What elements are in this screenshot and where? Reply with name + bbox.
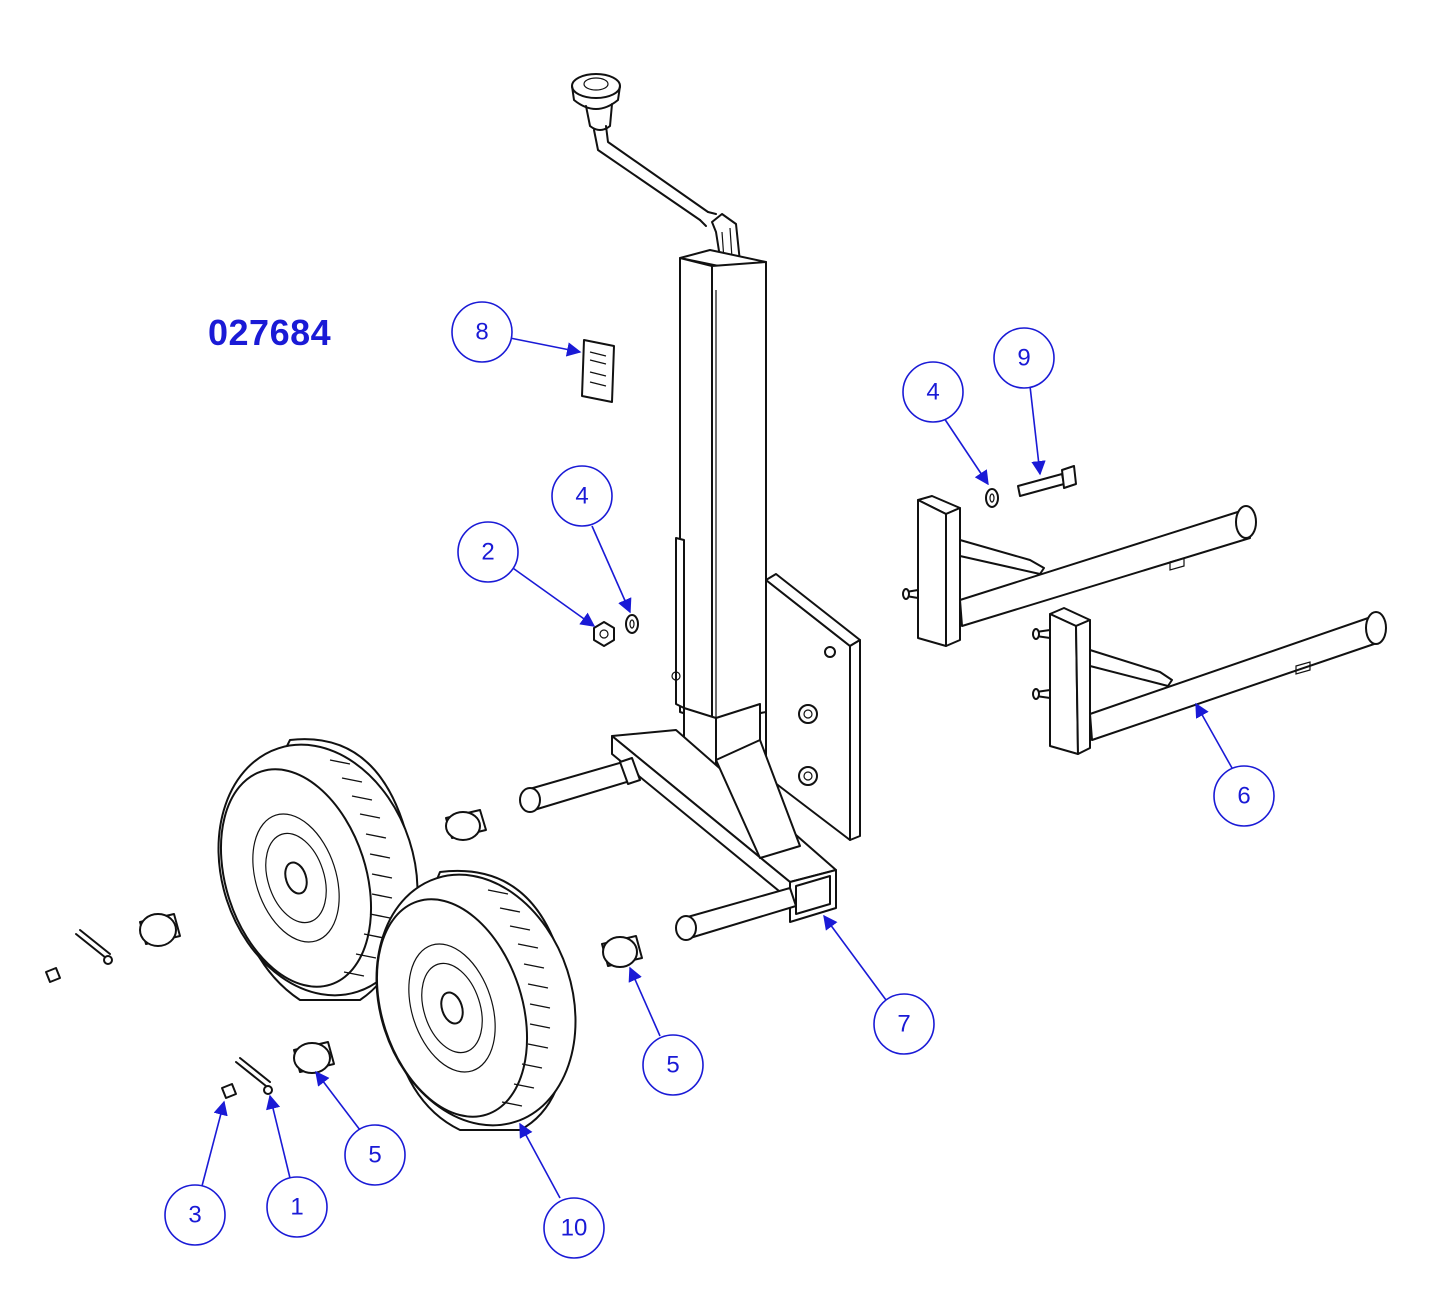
callout-4-bracket-label: 4: [926, 379, 939, 406]
callout-balloons: 8 4 2 4 9 6 7: [164, 301, 1275, 1259]
callout-5-right: 5: [628, 966, 704, 1096]
spacer-top: [445, 809, 487, 841]
callout-4-column: 4: [551, 465, 632, 614]
spacer-right: [601, 935, 643, 968]
washer-bracket: [985, 488, 999, 508]
callout-5-bottom-label: 5: [368, 1142, 381, 1169]
drawing-number: 027684: [208, 312, 332, 353]
mounting-plate: [765, 573, 861, 841]
callout-8: 8: [451, 301, 582, 363]
crank-handle: [571, 73, 741, 271]
callout-3-label: 3: [188, 1202, 201, 1229]
axle-cap-lower: [221, 1083, 237, 1099]
callout-7: 7: [823, 914, 935, 1055]
wheel-back: [217, 738, 419, 1001]
jack-column: [671, 249, 767, 819]
base-frame: [519, 729, 837, 941]
bracket-upper: [902, 495, 1257, 647]
spacer-bottom: [293, 1041, 335, 1074]
callout-2: 2: [457, 521, 596, 627]
spacer-left: [139, 913, 181, 947]
cotter-pin-lower: [235, 1057, 273, 1095]
cotter-pin-upper: [75, 929, 113, 965]
callout-5-bottom: 5: [315, 1070, 406, 1186]
axle-cap-upper: [45, 967, 61, 983]
bolt: [1017, 465, 1077, 497]
callout-6-label: 6: [1237, 783, 1250, 810]
callout-10: 10: [519, 1122, 605, 1259]
callout-2-label: 2: [481, 539, 494, 566]
decal: [581, 339, 615, 403]
nut: [593, 621, 615, 647]
callout-1-label: 1: [290, 1194, 303, 1221]
washer-column: [625, 614, 639, 634]
callout-10-label: 10: [561, 1215, 588, 1242]
callout-3: 3: [164, 1100, 228, 1246]
callout-5-right-label: 5: [666, 1052, 679, 1079]
callout-9-label: 9: [1017, 345, 1030, 372]
callout-7-label: 7: [897, 1011, 910, 1038]
callout-9: 9: [993, 327, 1055, 476]
callout-4-bracket: 4: [902, 361, 989, 486]
callout-4-column-label: 4: [575, 483, 588, 510]
callout-1: 1: [266, 1094, 328, 1238]
bracket-lower: [1032, 607, 1387, 755]
callout-6: 6: [1195, 702, 1275, 827]
callout-8-label: 8: [475, 319, 488, 346]
wheel-front: [375, 869, 577, 1131]
